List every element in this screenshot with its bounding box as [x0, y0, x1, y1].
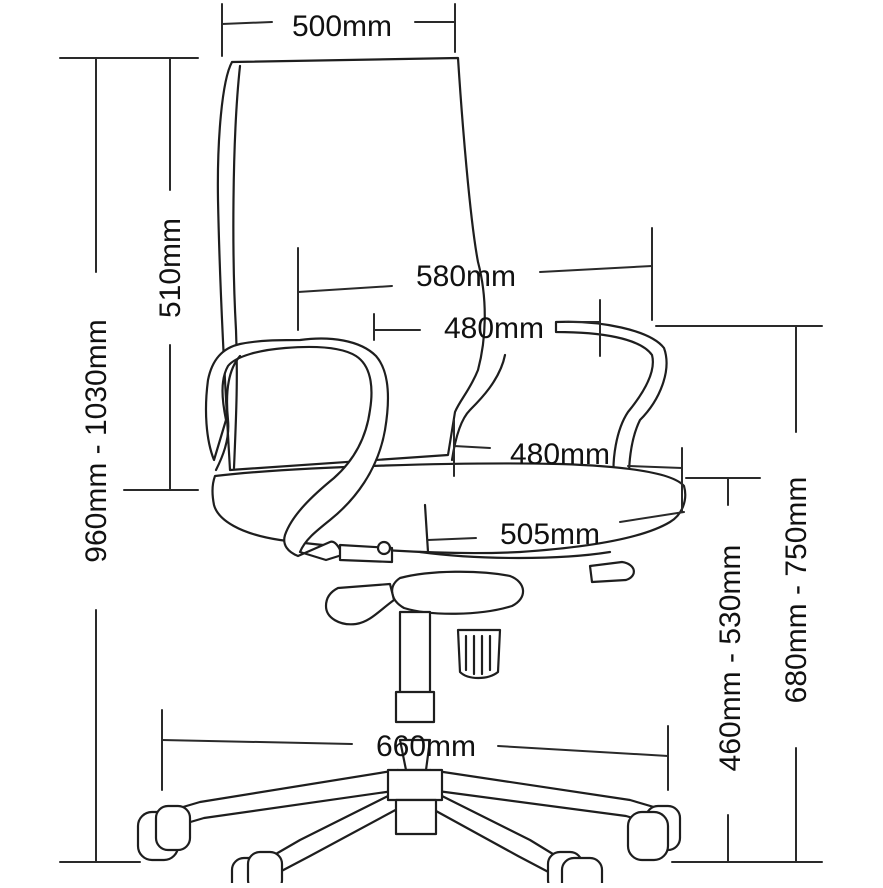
chair-seat-seam [423, 503, 430, 554]
label-inner-width-arms: 480mm [444, 312, 544, 345]
label-seat-height: 460mm - 530mm [714, 545, 747, 772]
caster-front-left [230, 850, 284, 888]
chair-tilt-paddle [588, 560, 635, 584]
chair-base-hub [386, 768, 444, 802]
label-seat-width: 480mm [510, 438, 610, 471]
label-arm-height: 680mm - 750mm [780, 477, 813, 704]
chair-left-armrest [204, 337, 390, 562]
label-backrest-width: 500mm [292, 10, 392, 43]
caster-front-right [546, 850, 604, 888]
dimension-labels: 500mm 580mm 480mm 480mm 505mm 660mm 510m… [80, 10, 813, 771]
label-base-diameter: 660mm [376, 730, 476, 763]
dimension-lines [59, 3, 823, 863]
chair-seat-lever [324, 582, 396, 626]
chair-left-armrest-inner [214, 354, 242, 472]
caster-right [626, 804, 682, 862]
caster-left [136, 804, 192, 862]
label-backrest-height: 510mm [154, 218, 187, 318]
label-seat-depth: 505mm [500, 518, 600, 551]
label-overall-height: 960mm - 1030mm [80, 319, 113, 562]
chair-cylinder-sleeve [394, 690, 436, 724]
chair-backrest [216, 56, 486, 472]
chair-gas-cylinder [398, 610, 432, 698]
chair-tension-knob [456, 628, 502, 680]
chair-seat-front-edge [418, 550, 612, 560]
chair-illustration [136, 56, 687, 888]
label-overall-width-arms: 580mm [416, 260, 516, 293]
chair-backrest-contour [450, 353, 507, 462]
chair-tension-knob-ridges [464, 634, 492, 676]
chair-mechanism [391, 570, 525, 615]
chair-backrest-edge [232, 64, 242, 470]
chair-base-hub-cap [394, 798, 438, 836]
chair-mechanism-bolt [376, 540, 392, 556]
